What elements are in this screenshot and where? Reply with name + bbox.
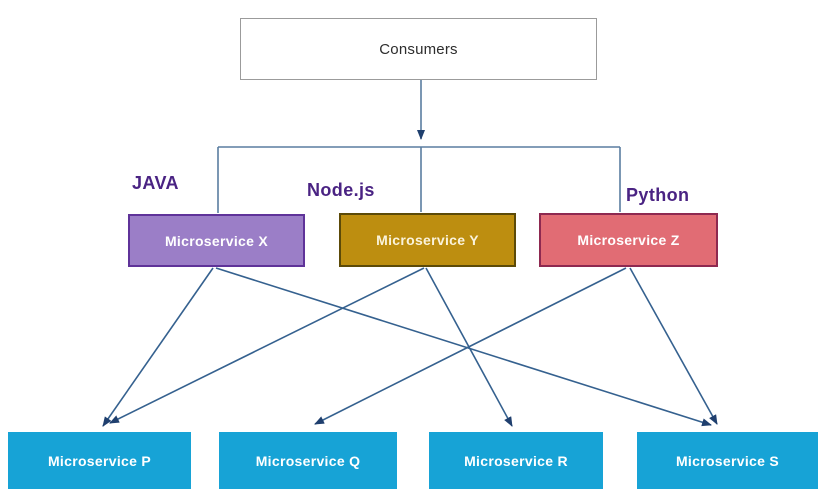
microservice-y-label: Microservice Y — [376, 232, 479, 248]
edge-z-to-q — [314, 267, 627, 425]
edge-y-to-p — [109, 267, 425, 424]
runtime-label-java: JAVA — [132, 173, 179, 193]
microservice-y-box: Microservice Y — [339, 213, 516, 267]
microservice-r-box: Microservice R — [429, 432, 603, 489]
microservice-s-box: Microservice S — [637, 432, 818, 489]
edge-z-to-s — [629, 267, 718, 425]
microservice-q-label: Microservice Q — [255, 452, 361, 469]
microservice-z-box: Microservice Z — [539, 213, 718, 267]
microservice-z-label: Microservice Z — [577, 232, 680, 248]
microservice-x-label: Microservice X — [164, 232, 269, 249]
consumers-label: Consumers — [379, 40, 458, 58]
microservice-x-box: Microservice X — [128, 214, 305, 267]
runtime-label-python: Python — [626, 185, 690, 205]
microservice-s-label: Microservice S — [675, 452, 780, 469]
edge-x-to-s — [215, 267, 712, 427]
microservice-r-label: Microservice R — [464, 452, 568, 469]
runtime-label-nodejs: Node.js — [307, 180, 375, 200]
edge-x-to-p — [102, 267, 214, 427]
microservice-p-box: Microservice P — [8, 432, 191, 489]
consumers-box: Consumers — [240, 18, 597, 80]
microservice-q-box: Microservice Q — [219, 432, 397, 489]
microservice-p-label: Microservice P — [47, 452, 152, 469]
